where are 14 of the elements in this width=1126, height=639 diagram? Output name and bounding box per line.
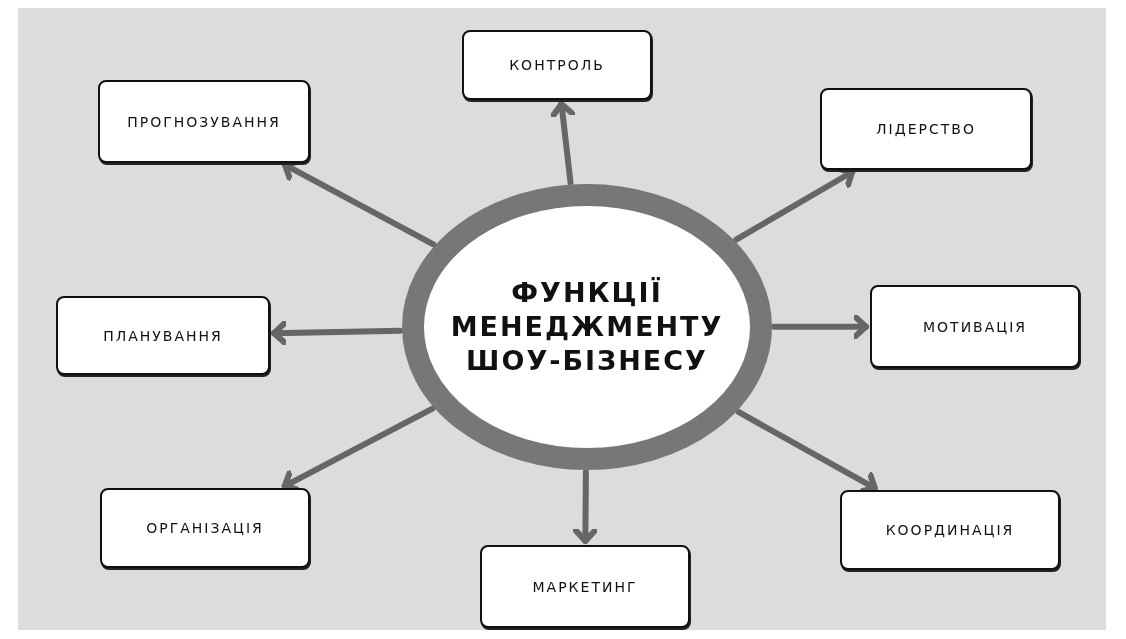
arrow [572,469,599,544]
arrow [549,100,576,186]
topic-title: ФУНКЦІЇ МЕНЕДЖМЕНТУ ШОУ-БІЗНЕСУ [449,276,725,378]
function-box: ОРГАНІЗАЦІЯ [100,488,310,568]
function-box: МОТИВАЦІЯ [870,285,1080,368]
function-box: ПЛАНУВАННЯ [56,296,270,375]
topic-ellipse [402,184,772,470]
arrow [271,320,404,347]
function-box: МАРКЕТИНГ [480,545,690,628]
function-box: КООРДИНАЦІЯ [840,490,1060,570]
arrow [771,313,869,340]
function-box: КОНТРОЛЬ [462,30,652,100]
function-box: ЛІДЕРСТВО [820,88,1032,170]
function-box: ПРОГНОЗУВАННЯ [98,80,310,163]
